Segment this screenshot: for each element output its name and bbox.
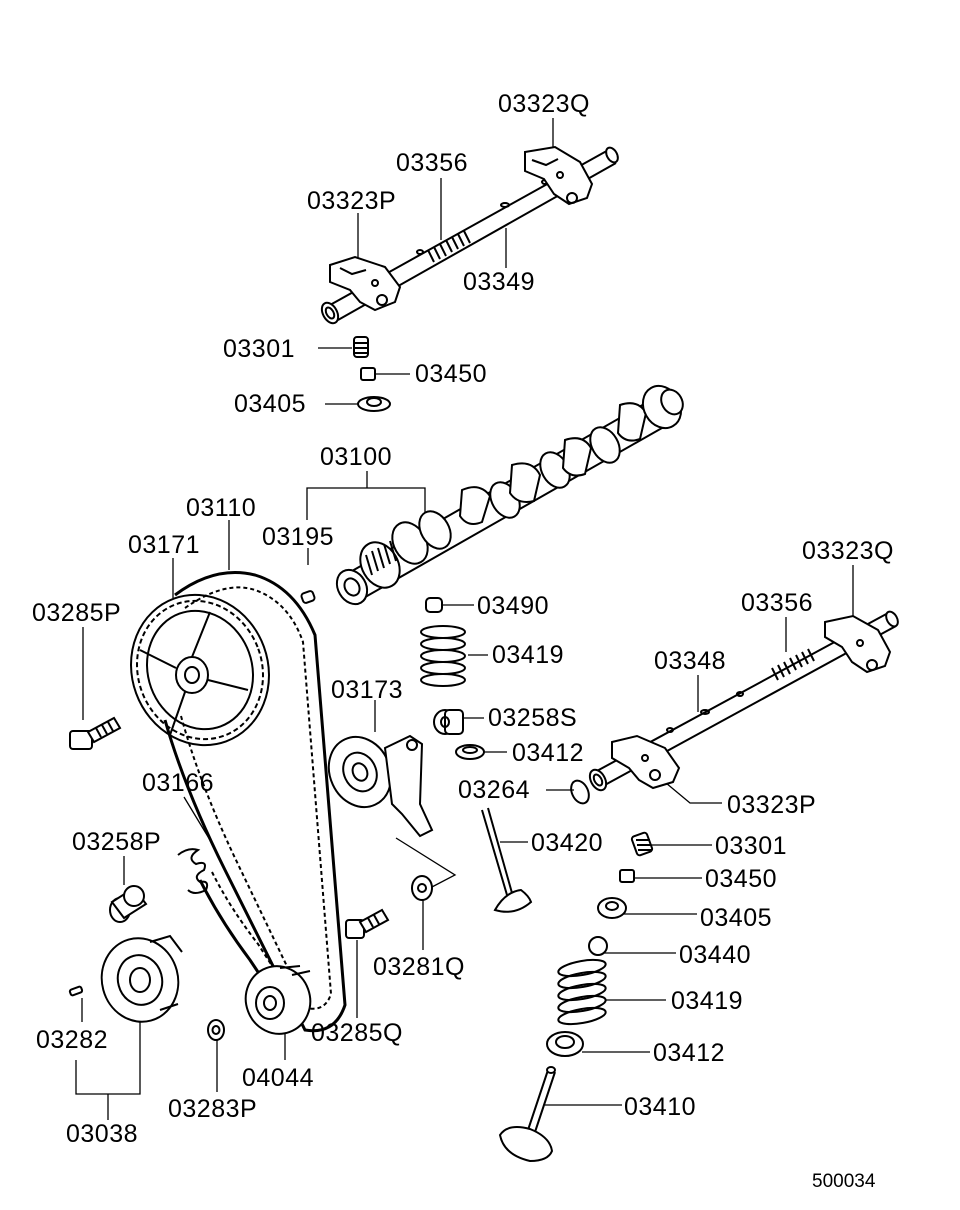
adjuster-screw-upper [353,336,369,358]
valve-cotter-right [588,936,608,956]
label-03264: 03264 [458,776,531,804]
label-03301-upper: 03301 [223,335,296,363]
camshaft-sprocket [130,593,270,747]
label-03412-right: 03412 [653,1039,726,1067]
rocker-shaft-cap-right-q [824,614,892,674]
label-03410: 03410 [624,1093,697,1121]
label-03173: 03173 [331,676,404,704]
valve-stem-seal-top [433,709,464,735]
nut-upper [360,367,376,381]
label-03356-upper: 03356 [396,149,469,177]
idler-pulley [244,965,312,1035]
label-03285p: 03285P [32,599,122,627]
label-03110: 03110 [186,494,257,522]
label-03283p: 03283P [168,1095,258,1123]
adjuster-screw-right [630,831,654,857]
tensioner [327,734,434,838]
sprocket-bolt [69,716,122,750]
label-03100: 03100 [320,443,393,471]
label-04044: 04044 [242,1064,315,1092]
nut-right [619,869,635,883]
label-03348: 03348 [654,647,727,675]
label-03038: 03038 [66,1120,139,1148]
tensioner-spring [177,848,209,894]
label-03281q: 03281Q [373,953,465,981]
reference-code: 500034 [812,1171,876,1192]
camshaft-pin [300,590,316,604]
label-03282: 03282 [36,1026,109,1054]
crank-key [68,985,84,997]
label-03420: 03420 [531,829,604,857]
label-03450-right: 03450 [705,865,778,893]
crank-sprocket [100,934,183,1023]
retainer-right [597,897,627,919]
valve-spring-top [420,625,466,687]
oring [570,779,590,805]
rocker-shaft-cap-upper-q [524,145,594,206]
label-03323q-upper: 03323Q [498,90,590,118]
label-03301-right: 03301 [715,832,788,860]
exhaust-valve [481,807,533,913]
label-03195: 03195 [262,523,335,551]
tensioner-bolt [345,908,390,939]
spacer [109,885,148,923]
retainer-upper [357,396,391,412]
label-03171: 03171 [128,531,201,559]
label-03349: 03349 [463,268,536,296]
label-03412-top: 03412 [512,739,585,767]
label-03405-right: 03405 [700,904,773,932]
rocker-shaft-cap-right-p [611,734,681,790]
label-03323q-right: 03323Q [802,537,894,565]
label-03323p-right: 03323P [727,791,817,819]
label-03440: 03440 [679,941,752,969]
label-03419-top: 03419 [492,641,565,669]
valve-spring-right [557,958,607,1026]
label-03258s: 03258S [488,704,578,732]
label-03258p: 03258P [72,828,162,856]
crank-bolt [207,1019,225,1041]
label-03356-right: 03356 [741,589,814,617]
label-03450-upper: 03450 [415,360,488,388]
intake-valve [498,1066,556,1163]
valve-cotter-top [425,597,443,613]
label-03490: 03490 [477,592,550,620]
label-03285q: 03285Q [311,1019,403,1047]
tensioner-washer [411,875,433,901]
timing-belt [163,571,347,1033]
label-03323p-upper: 03323P [307,187,397,215]
rocker-shaft-cap-upper-p [329,255,402,312]
label-03166: 03166 [142,769,215,797]
spring-seat-right [546,1031,584,1057]
label-03419-right: 03419 [671,987,744,1015]
label-03405-upper: 03405 [234,390,307,418]
spring-seat-top [455,744,485,760]
camshaft [335,384,684,606]
leader-lines [75,118,854,1120]
